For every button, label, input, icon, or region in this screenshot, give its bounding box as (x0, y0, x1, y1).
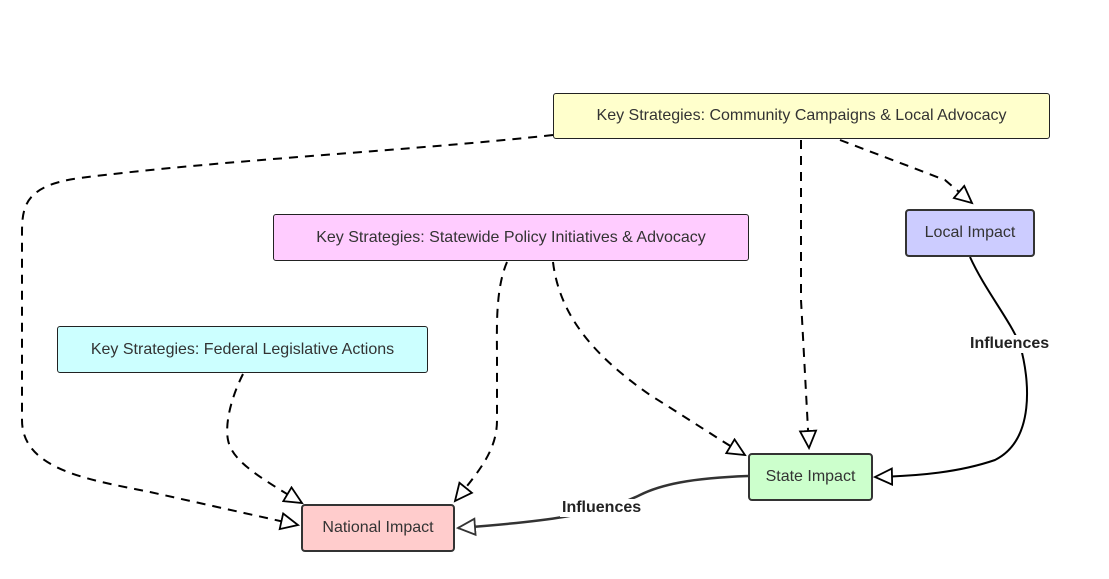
node-statewide-strategies[interactable]: Key Strategies: Statewide Policy Initiat… (273, 214, 749, 261)
edge-community-to-national (20, 134, 554, 525)
node-label: National Impact (322, 519, 434, 536)
edge-state-to-national (458, 474, 749, 528)
edge-statewide-to-national (455, 261, 508, 501)
edge-federal-to-national (226, 373, 302, 503)
node-label: Key Strategies: Community Campaigns & Lo… (596, 107, 1007, 124)
node-label: Key Strategies: Statewide Policy Initiat… (316, 228, 706, 246)
edge-label-local-to-state: Influences (968, 335, 1052, 353)
node-label: Key Strategies: Federal Legislative Acti… (90, 340, 395, 358)
edge-local-to-state (875, 256, 1029, 477)
node-national-impact[interactable]: National Impact (301, 504, 455, 552)
node-federal-strategies[interactable]: Key Strategies: Federal Legislative Acti… (57, 326, 428, 373)
edge-label-state-to-national: Influences (560, 499, 644, 517)
node-label: Local Impact (924, 224, 1016, 241)
node-state-impact[interactable]: State Impact (748, 453, 873, 501)
node-community-strategies[interactable]: Key Strategies: Community Campaigns & Lo… (553, 93, 1050, 139)
edge-community-to-state (801, 140, 809, 448)
node-label: State Impact (765, 468, 856, 485)
edge-statewide-to-state (552, 261, 745, 455)
node-local-impact[interactable]: Local Impact (905, 209, 1035, 257)
edge-community-to-local (839, 139, 972, 203)
